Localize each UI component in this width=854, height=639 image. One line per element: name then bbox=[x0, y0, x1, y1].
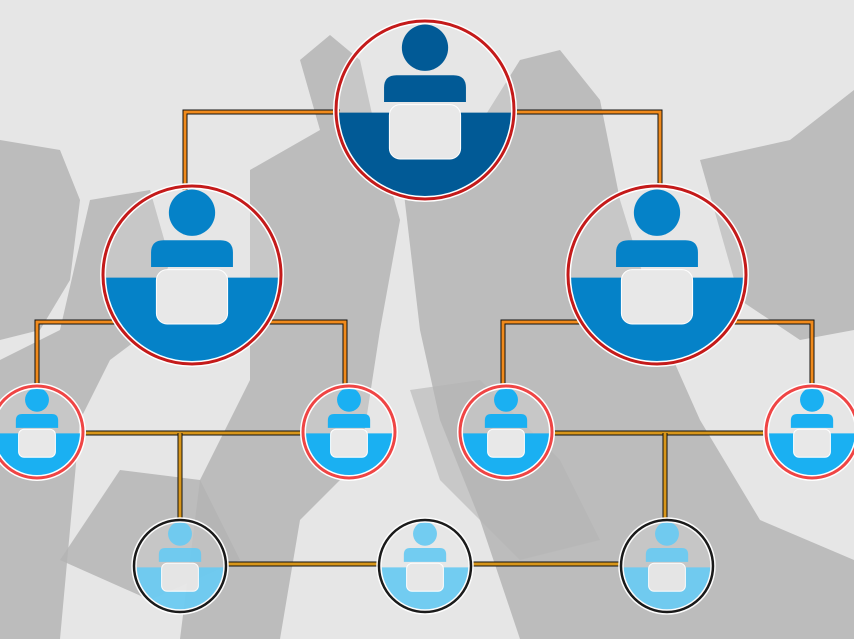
node-ring bbox=[334, 19, 516, 201]
org-node-level-2 bbox=[565, 183, 749, 367]
person-head-icon bbox=[337, 387, 361, 412]
silhouette-shape bbox=[180, 35, 400, 639]
laptop-icon bbox=[18, 428, 56, 458]
connector-top-right bbox=[512, 110, 662, 188]
person-body-icon bbox=[645, 548, 689, 562]
person-head-icon bbox=[655, 521, 679, 546]
person-head-icon bbox=[168, 521, 192, 546]
org-node-level-3 bbox=[300, 383, 398, 481]
person-head-icon bbox=[800, 387, 824, 412]
nodes bbox=[0, 18, 854, 615]
node-ring bbox=[566, 184, 748, 366]
person-head-icon bbox=[401, 24, 449, 71]
laptop-icon bbox=[487, 428, 525, 458]
org-node-level-2 bbox=[100, 183, 284, 367]
laptop-icon bbox=[406, 562, 444, 592]
person-body-icon bbox=[484, 414, 528, 428]
node-ring bbox=[101, 184, 283, 366]
person-body-icon bbox=[15, 414, 59, 428]
node-ring bbox=[764, 384, 854, 480]
person-body-icon bbox=[151, 240, 233, 267]
laptop-icon bbox=[793, 428, 831, 458]
person-body-icon bbox=[616, 240, 698, 267]
person-body-icon bbox=[790, 414, 834, 428]
org-node-level-4 bbox=[618, 517, 716, 615]
node-ring bbox=[377, 518, 473, 614]
connector-top-left bbox=[183, 110, 340, 190]
person-head-icon bbox=[168, 189, 216, 236]
person-body-icon bbox=[327, 414, 371, 428]
org-node-level-4 bbox=[376, 517, 474, 615]
laptop-icon bbox=[155, 269, 229, 325]
laptop-icon bbox=[648, 562, 686, 592]
org-node-level-3 bbox=[457, 383, 555, 481]
person-head-icon bbox=[25, 387, 49, 412]
person-head-icon bbox=[413, 521, 437, 546]
node-ring bbox=[619, 518, 715, 614]
org-node-level-3 bbox=[0, 383, 86, 481]
laptop-icon bbox=[388, 104, 462, 160]
person-body-icon bbox=[384, 75, 466, 102]
laptop-icon bbox=[620, 269, 694, 325]
node-ring bbox=[458, 384, 554, 480]
node-ring bbox=[301, 384, 397, 480]
org-node-level-1 bbox=[333, 18, 517, 202]
silhouette-shape bbox=[700, 90, 854, 340]
node-ring bbox=[0, 384, 85, 480]
person-head-icon bbox=[494, 387, 518, 412]
org-node-level-3 bbox=[763, 383, 854, 481]
person-body-icon bbox=[403, 548, 447, 562]
org-node-level-4 bbox=[131, 517, 229, 615]
silhouette-shape bbox=[0, 140, 80, 340]
laptop-icon bbox=[330, 428, 368, 458]
laptop-icon bbox=[161, 562, 199, 592]
node-ring bbox=[132, 518, 228, 614]
person-head-icon bbox=[633, 189, 681, 236]
person-body-icon bbox=[158, 548, 202, 562]
